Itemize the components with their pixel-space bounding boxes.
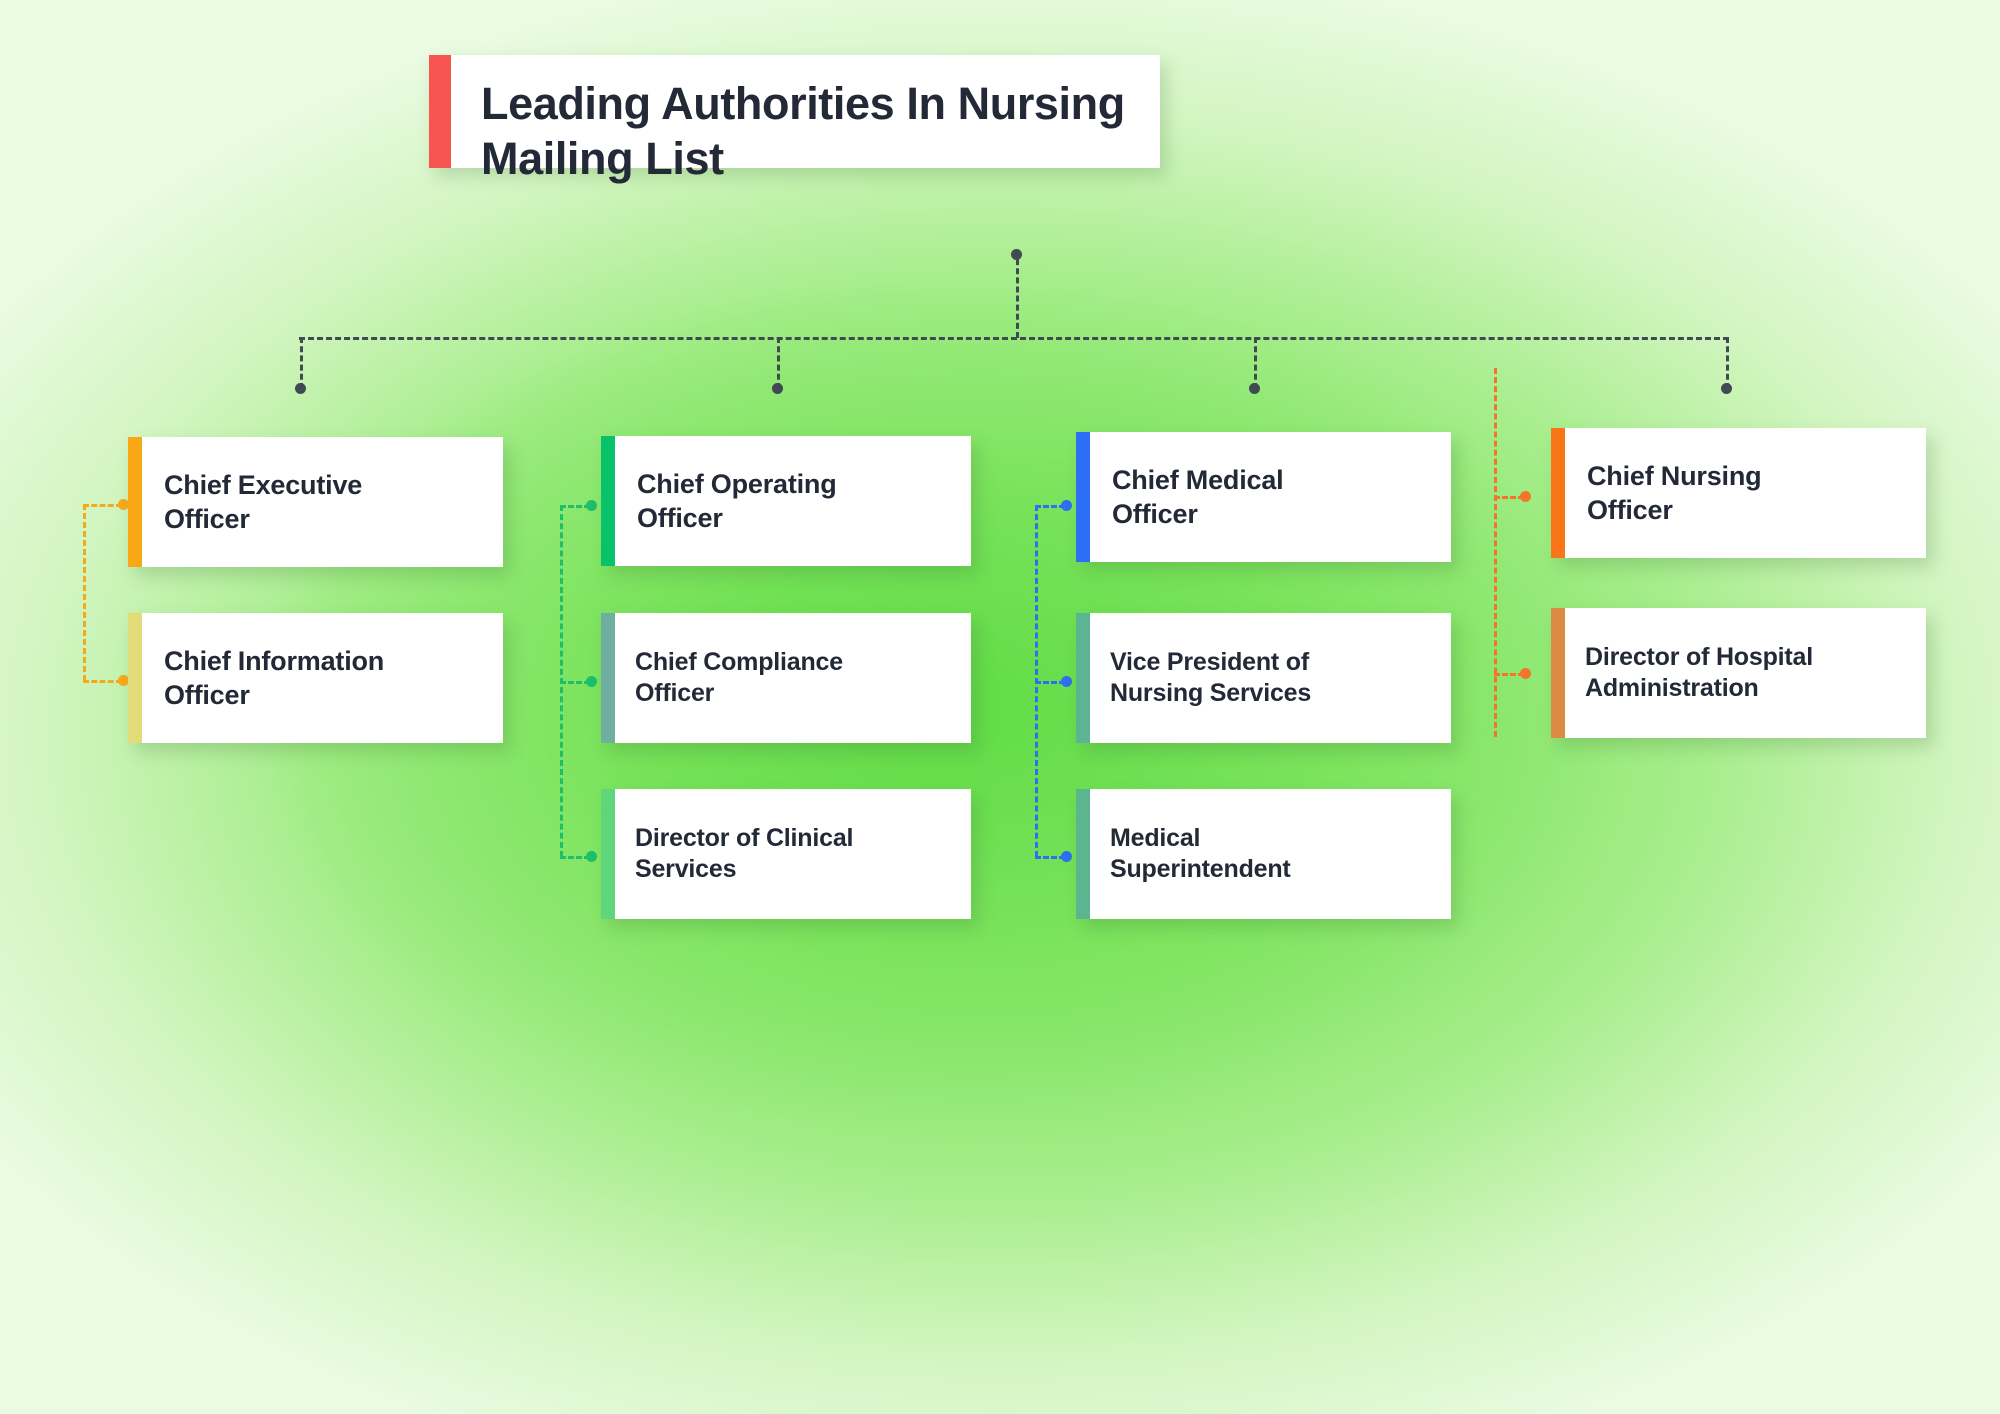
branch-stub-column-2-node-3: [560, 856, 590, 859]
connector-drop-3: [1254, 337, 1257, 389]
node-director-of-hospital-administration[interactable]: Director of Hospital Administration: [1551, 608, 1926, 738]
branch-dot-column-4-node-1: [1520, 491, 1531, 502]
connector-drop-4: [1726, 337, 1729, 389]
branch-dot-column-3-node-2: [1061, 676, 1072, 687]
connector-dot-2: [772, 383, 783, 394]
branch-stub-column-4-node-1: [1494, 496, 1524, 499]
node-accent-bar: [1076, 432, 1090, 562]
node-accent-bar: [601, 436, 615, 566]
node-label: Director of Clinical Services: [635, 823, 854, 884]
branch-stub-column-3-node-3: [1035, 856, 1065, 859]
connector-title-stem: [1016, 250, 1019, 338]
branch-stub-column-3-node-1: [1035, 505, 1065, 508]
branch-stub-column-1-node-2: [83, 680, 122, 683]
branch-dot-column-4-node-2: [1520, 668, 1531, 679]
branch-dot-column-2-node-2: [586, 676, 597, 687]
branch-stub-column-2-node-1: [560, 505, 590, 508]
node-chief-nursing-officer[interactable]: Chief Nursing Officer: [1551, 428, 1926, 558]
connector-drop-2: [777, 337, 780, 389]
branch-dot-column-3-node-1: [1061, 500, 1072, 511]
node-label: Chief Compliance Officer: [635, 647, 843, 708]
connector-dot-title: [1011, 249, 1022, 260]
node-label: Medical Superintendent: [1110, 823, 1291, 884]
node-label: Chief Nursing Officer: [1587, 460, 1762, 525]
branch-line-column-1: [83, 504, 86, 681]
node-director-of-clinical-services[interactable]: Director of Clinical Services: [601, 789, 971, 919]
node-chief-medical-officer[interactable]: Chief Medical Officer: [1076, 432, 1451, 562]
branch-stub-column-2-node-2: [560, 681, 590, 684]
connector-dot-4: [1721, 383, 1732, 394]
branch-dot-column-1-node-1: [118, 499, 129, 510]
branch-stub-column-4-node-2: [1494, 673, 1524, 676]
connector-dot-3: [1249, 383, 1260, 394]
node-label: Vice President of Nursing Services: [1110, 647, 1312, 708]
node-accent-bar: [601, 789, 615, 919]
node-accent-bar: [1076, 613, 1090, 743]
branch-dot-column-1-node-2: [118, 675, 129, 686]
branch-dot-column-2-node-1: [586, 500, 597, 511]
node-accent-bar: [1551, 428, 1565, 558]
page-title: Leading Authorities In Nursing Mailing L…: [481, 78, 1125, 184]
node-accent-bar: [601, 613, 615, 743]
chart-title-card: Leading Authorities In Nursing Mailing L…: [429, 55, 1160, 184]
node-label: Chief Executive Officer: [164, 469, 363, 534]
node-vice-president-of-nursing-services[interactable]: Vice President of Nursing Services: [1076, 613, 1451, 743]
node-label: Chief Medical Officer: [1112, 464, 1284, 529]
node-chief-operating-officer[interactable]: Chief Operating Officer: [601, 436, 971, 566]
node-chief-executive-officer[interactable]: Chief Executive Officer: [128, 437, 503, 567]
node-accent-bar: [128, 613, 142, 743]
node-label: Chief Operating Officer: [637, 468, 837, 533]
node-chief-compliance-officer[interactable]: Chief Compliance Officer: [601, 613, 971, 743]
branch-dot-column-2-node-3: [586, 851, 597, 862]
branch-stub-column-3-node-2: [1035, 681, 1065, 684]
title-accent-bar: [429, 55, 451, 168]
connector-horizontal-bus: [299, 337, 1729, 340]
connector-dot-1: [295, 383, 306, 394]
node-accent-bar: [1551, 608, 1565, 738]
node-chief-information-officer[interactable]: Chief Information Officer: [128, 613, 503, 743]
connector-drop-1: [300, 337, 303, 389]
node-accent-bar: [1076, 789, 1090, 919]
node-label: Director of Hospital Administration: [1585, 642, 1813, 703]
branch-stub-column-1-node-1: [83, 504, 122, 507]
node-medical-superintendent[interactable]: Medical Superintendent: [1076, 789, 1451, 919]
branch-line-column-4: [1494, 368, 1497, 737]
branch-dot-column-3-node-3: [1061, 851, 1072, 862]
node-accent-bar: [128, 437, 142, 567]
node-label: Chief Information Officer: [164, 645, 385, 710]
